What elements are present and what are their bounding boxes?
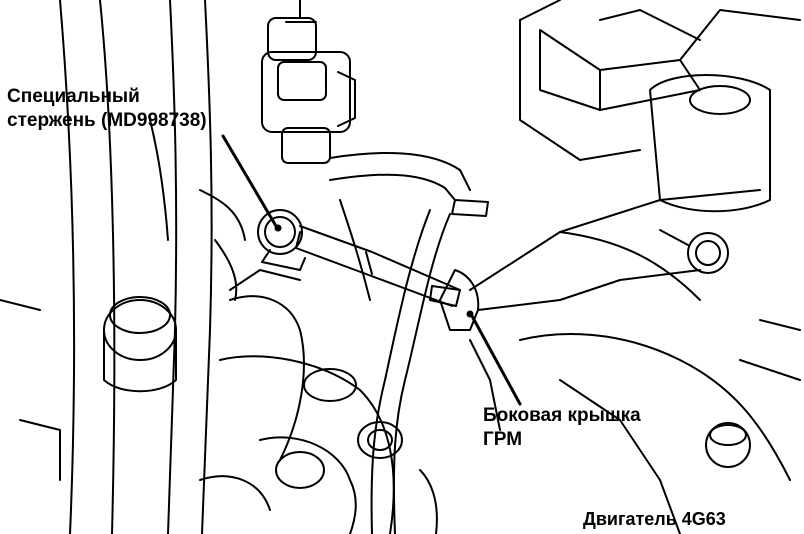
left-hoses [59,0,213,534]
special-tool-label: Специальный стержень (MD998738) [7,85,207,133]
leader-dot-tool [274,224,282,232]
leader-line-cover [470,314,522,406]
side-cover-label-line-2: ГРМ [483,429,523,450]
top-connector [261,0,356,164]
special-tool-label-line-2: стержень (MD998738) [7,110,207,131]
upper-right-bracket [519,0,801,213]
leader-line-tool [221,134,278,228]
bolt-heads [659,229,751,468]
timing-cover [439,189,791,481]
leader-dot-cover [466,310,474,318]
hose [329,152,489,534]
engine-model-label: Двигатель 4G63 [583,509,726,529]
special-tool-rod [257,209,461,307]
background-lines [0,189,801,534]
side-cover-label: Боковая крышка ГРМ [483,404,641,452]
lower-pump [103,269,438,534]
special-tool-label-line-1: Специальный [7,86,140,107]
side-cover-label-line-1: Боковая крышка [483,405,641,426]
